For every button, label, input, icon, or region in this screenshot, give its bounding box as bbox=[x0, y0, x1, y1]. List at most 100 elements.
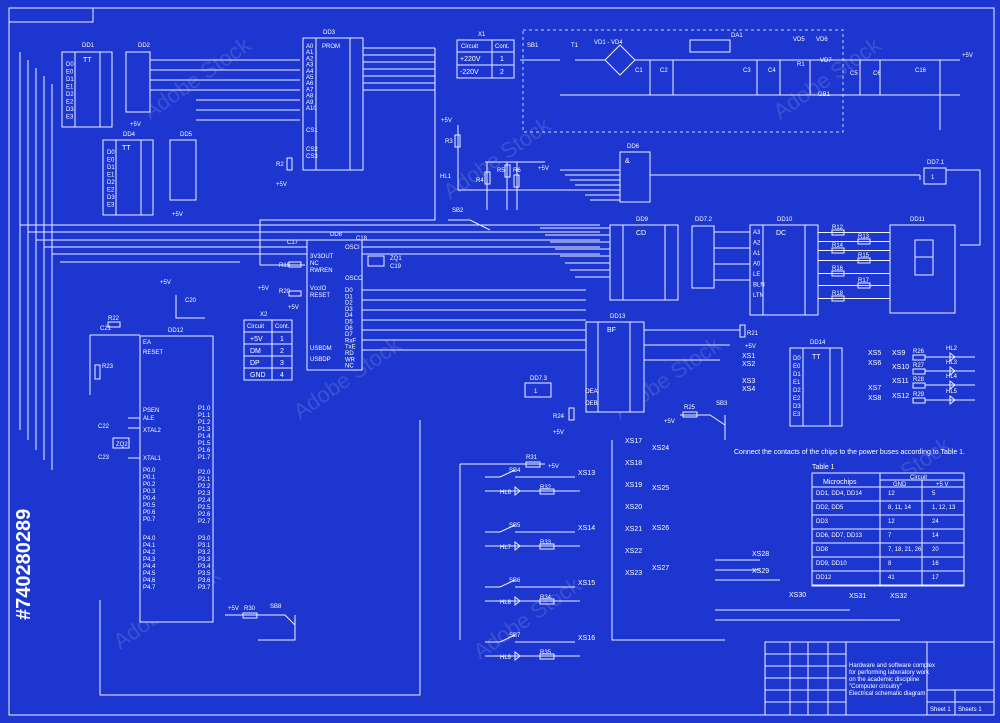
svg-text:C6: C6 bbox=[873, 71, 881, 77]
svg-text:C16: C16 bbox=[915, 68, 927, 74]
pin-label: E2 bbox=[107, 188, 115, 194]
r4-r6: R4 R5 R6 +5V bbox=[476, 161, 549, 210]
svg-text:CD: CD bbox=[636, 230, 646, 237]
svg-text:GB1: GB1 bbox=[818, 92, 831, 98]
socket-label: XS15 bbox=[578, 580, 595, 587]
svg-text:DD11: DD11 bbox=[910, 217, 926, 223]
pin-label: E1 bbox=[66, 85, 74, 91]
pin-label: D1 bbox=[66, 77, 74, 83]
socket-label: XS18 bbox=[625, 460, 642, 467]
pin-label: NC bbox=[345, 364, 354, 370]
x2-circuit: GND bbox=[250, 372, 266, 379]
table-cell-vcc: 17 bbox=[932, 575, 939, 581]
svg-text:+5V: +5V bbox=[962, 53, 973, 59]
svg-text:DD10: DD10 bbox=[777, 217, 793, 223]
pin-label: E3 bbox=[107, 203, 115, 209]
led bbox=[485, 650, 580, 662]
pin-label: OSCO bbox=[345, 276, 363, 282]
svg-text:2: 2 bbox=[500, 69, 504, 76]
svg-text:R2: R2 bbox=[276, 162, 284, 168]
svg-text:Circuit: Circuit bbox=[247, 324, 264, 330]
pin-label: E1 bbox=[793, 380, 801, 386]
pin-label: P2.1 bbox=[198, 477, 211, 483]
pin-label: D2 bbox=[107, 180, 115, 186]
pin-label: D2 bbox=[345, 301, 353, 307]
pin-label: PSEN bbox=[143, 408, 159, 414]
pin-label: P0.0 bbox=[143, 468, 156, 474]
svg-text:TT: TT bbox=[83, 57, 92, 64]
pin-label: LE bbox=[753, 272, 760, 278]
resistor-label: R32 bbox=[540, 485, 552, 491]
svg-text:+220V: +220V bbox=[460, 56, 481, 63]
pin-label: RESET bbox=[310, 293, 330, 299]
led bbox=[925, 379, 975, 391]
socket-label: XS3 bbox=[742, 378, 755, 385]
pin-label: P1.4 bbox=[198, 434, 211, 440]
pin-label: P4.3 bbox=[143, 557, 156, 563]
pin-label: 3V3OUT bbox=[310, 254, 334, 260]
button-label: SB5 bbox=[509, 523, 521, 529]
svg-text:+5V: +5V bbox=[160, 280, 171, 286]
resistor bbox=[912, 354, 926, 361]
pin-label: D1 bbox=[345, 294, 353, 300]
socket-label: XS26 bbox=[652, 525, 669, 532]
pin-label: P0.5 bbox=[143, 503, 156, 509]
led bbox=[925, 394, 975, 406]
svg-text:+5V: +5V bbox=[548, 464, 559, 470]
pin-label: RWREN bbox=[310, 268, 333, 274]
pin-label: USBDM bbox=[310, 346, 332, 352]
chip-dd7-3: DD7.3 1 R24 +5V bbox=[524, 376, 575, 436]
table-cell-gnd: 12 bbox=[888, 491, 895, 497]
svg-text:SB2: SB2 bbox=[452, 208, 464, 214]
svg-text:DD6: DD6 bbox=[627, 144, 640, 150]
svg-text:C19: C19 bbox=[390, 264, 402, 270]
svg-text:1: 1 bbox=[534, 389, 538, 395]
table-cell-chip: DD8 bbox=[816, 547, 829, 553]
table-cell-gnd: 12 bbox=[888, 519, 895, 525]
pin-label: P0.6 bbox=[143, 510, 156, 516]
xs-bottom bbox=[715, 559, 900, 621]
svg-text:+5V: +5V bbox=[664, 419, 675, 425]
svg-text:on the academic discipline: on the academic discipline bbox=[849, 677, 920, 683]
resistor bbox=[912, 382, 926, 389]
svg-text:DD8: DD8 bbox=[330, 232, 343, 238]
connector-x1: X1 Circuit Cont. +220V 1 -220V 2 bbox=[456, 32, 515, 79]
r31-sb-area: R31 +5V bbox=[459, 440, 725, 641]
svg-text:C3: C3 bbox=[743, 68, 751, 74]
pin-label: A6 bbox=[306, 81, 314, 87]
led-label: HL6 bbox=[500, 490, 512, 496]
svg-text:PROM: PROM bbox=[322, 44, 340, 50]
pin-label: P0.3 bbox=[143, 489, 156, 495]
pin-label: P4.5 bbox=[143, 571, 156, 577]
pin-label: E2 bbox=[66, 100, 74, 106]
pin-label: P3.6 bbox=[198, 578, 211, 584]
svg-text:DD13: DD13 bbox=[610, 314, 626, 320]
table-cell-gnd: 7, 18, 21, 26 bbox=[888, 547, 922, 553]
pin-label: A0 bbox=[753, 262, 761, 268]
svg-text:DA1: DA1 bbox=[731, 33, 743, 39]
chip-dd7-2: DD7.2 bbox=[691, 217, 715, 289]
pin-label: D2 bbox=[66, 92, 74, 98]
pin-label: A8 bbox=[306, 94, 314, 100]
pin-label: P4.6 bbox=[143, 578, 156, 584]
switch bbox=[485, 469, 575, 478]
socket-label: XS22 bbox=[625, 548, 642, 555]
led bbox=[485, 595, 580, 607]
table-cell-vcc: 1, 12, 13 bbox=[932, 505, 956, 511]
switch bbox=[485, 524, 575, 533]
svg-text:DD4: DD4 bbox=[123, 132, 136, 138]
svg-text:R4: R4 bbox=[476, 178, 484, 184]
sb4-r30: +5V R30 SB8 bbox=[225, 604, 296, 641]
pin-label: USBDP bbox=[310, 357, 331, 363]
table-cell-vcc: 5 bbox=[932, 491, 936, 497]
table-cell-gnd: 41 bbox=[888, 575, 895, 581]
resistor-label: R13 bbox=[858, 234, 870, 240]
svg-text:C1: C1 bbox=[635, 68, 643, 74]
resistor-label: R27 bbox=[913, 363, 925, 369]
svg-text:TT: TT bbox=[812, 354, 821, 361]
svg-text:C23: C23 bbox=[98, 455, 110, 461]
svg-text:DD12: DD12 bbox=[168, 328, 184, 334]
